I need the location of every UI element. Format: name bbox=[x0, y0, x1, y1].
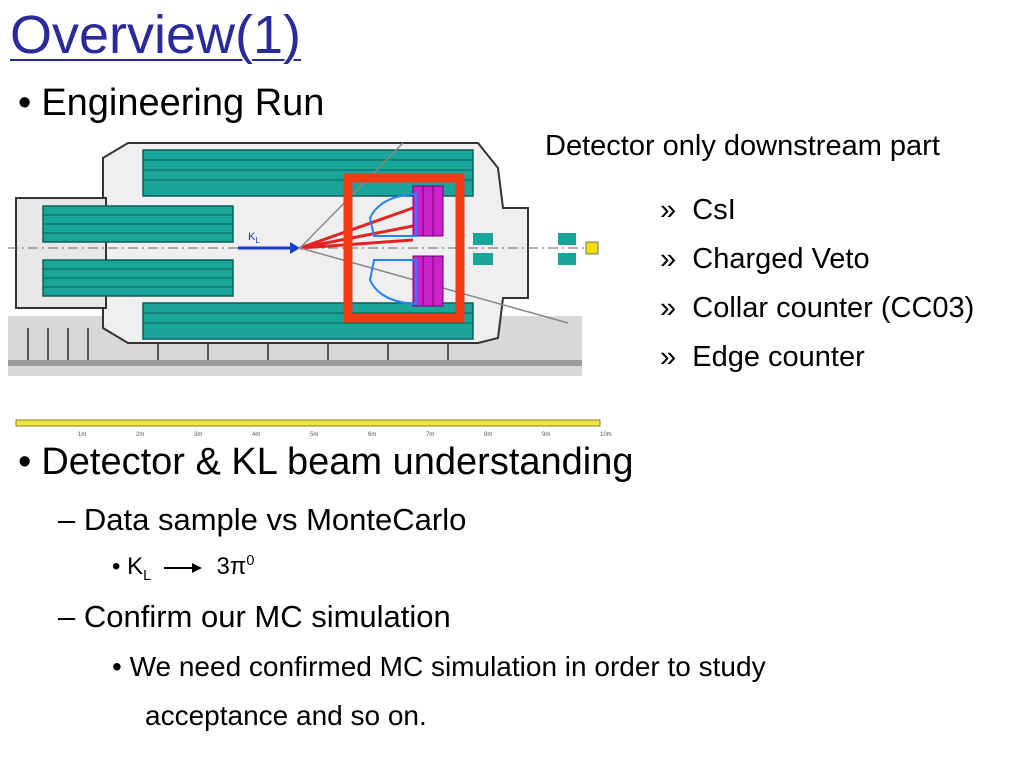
scale-label: 7m bbox=[426, 432, 434, 438]
csi-crystal-lines bbox=[422, 186, 434, 306]
kl-label: KL bbox=[248, 231, 260, 245]
part-item-edge-counter: » Edge counter bbox=[660, 341, 865, 373]
scale-label: 4m bbox=[252, 432, 260, 438]
decay-line: • KL 3π0 bbox=[112, 553, 254, 584]
scale-label: 1m bbox=[78, 432, 86, 438]
scale-label: 3m bbox=[194, 432, 202, 438]
detector-caption: Detector only downstream part bbox=[545, 130, 940, 162]
decay-result-sup: 0 bbox=[246, 553, 255, 569]
charged-veto-bottom bbox=[368, 259, 417, 306]
note-line-1: • We need confirmed MC simulation in ord… bbox=[112, 651, 766, 682]
sub-confirm-mc: – Confirm our MC simulation bbox=[58, 599, 451, 634]
bullet-dot: • bbox=[18, 82, 32, 124]
decay-arrow-icon bbox=[163, 562, 202, 573]
scale-label: 8m bbox=[484, 432, 492, 438]
bullet-engineering-run: •Engineering Run bbox=[18, 82, 324, 125]
decay-result: 3π bbox=[216, 553, 247, 580]
bullet-detector-beam-text: Detector & KL beam understanding bbox=[41, 441, 634, 483]
detector-parts-list: » CsI » Charged Veto » Collar counter (C… bbox=[660, 186, 974, 382]
decay-photon-lines bbox=[299, 206, 414, 250]
bullet-detector-beam: •Detector & KL beam understanding bbox=[18, 441, 634, 484]
csi-calorimeter-top bbox=[412, 185, 444, 237]
part-item-collar-counter: » Collar counter (CC03) bbox=[660, 292, 975, 324]
scale-label: 10m bbox=[600, 432, 612, 438]
scale-label: 6m bbox=[368, 432, 376, 438]
downstream-highlight-box bbox=[343, 173, 465, 323]
bullet-engineering-run-text: Engineering Run bbox=[41, 82, 325, 124]
decay-k-sub: L bbox=[143, 567, 152, 584]
scale-label: 9m bbox=[542, 432, 550, 438]
scale-bar bbox=[15, 419, 601, 427]
downstream-counter-2 bbox=[473, 253, 493, 265]
main-barrel-stripes bbox=[143, 159, 473, 324]
slide-title: Overview(1) bbox=[10, 5, 302, 65]
beam-catcher bbox=[585, 241, 599, 255]
sub-data-sample: – Data sample vs MonteCarlo bbox=[58, 502, 467, 537]
bullet-dot: • bbox=[112, 553, 121, 580]
kl-arrowhead bbox=[290, 242, 300, 254]
scale-labels: 1m 2m 3m 4m 5m 6m 7m 8m 9m 10m bbox=[78, 432, 612, 438]
floor-base bbox=[8, 360, 582, 366]
scale-label: 5m bbox=[310, 432, 318, 438]
bullet-dot: • bbox=[18, 441, 32, 483]
decay-k: K bbox=[127, 553, 144, 580]
front-barrel-stripes bbox=[43, 214, 233, 288]
scale-label: 2m bbox=[136, 432, 144, 438]
charged-veto-top bbox=[368, 192, 417, 237]
note-line-2: acceptance and so on. bbox=[145, 700, 427, 731]
detector-schematic: KL 1m 2m 3m 4m 5m 6m 7m 8m 9m 10m bbox=[8, 142, 612, 438]
part-item-csi: » CsI bbox=[660, 194, 736, 226]
part-item-charged-veto: » Charged Veto bbox=[660, 243, 870, 275]
downstream-counter-1 bbox=[473, 233, 493, 245]
downstream-counter-3 bbox=[558, 233, 576, 245]
downstream-counter-4 bbox=[558, 253, 576, 265]
csi-calorimeter-bottom bbox=[412, 255, 444, 307]
